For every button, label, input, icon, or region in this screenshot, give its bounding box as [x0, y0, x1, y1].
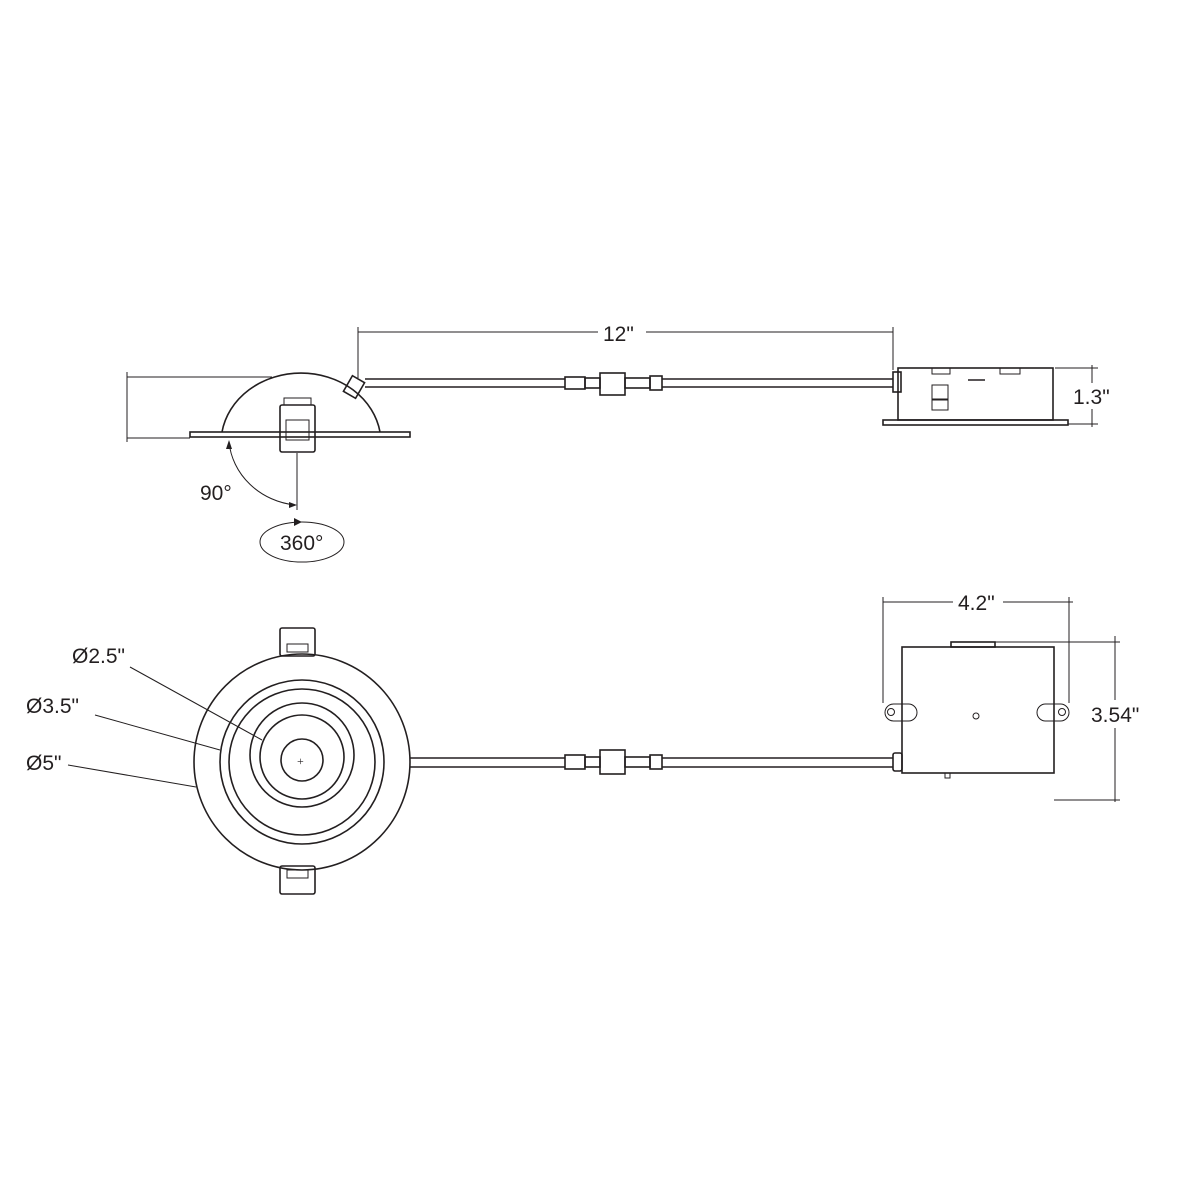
cable-length-label: 12" — [603, 323, 634, 346]
junction-box-side — [882, 367, 1069, 426]
top-view: + Ø2.5" Ø3.5" Ø5" — [26, 588, 1152, 895]
box-height-dimension: 1.3" — [1055, 365, 1117, 427]
cable-top — [410, 749, 893, 775]
tilt-indicator: 90° — [200, 440, 298, 510]
cable-side — [365, 372, 893, 396]
rotation-indicator: 360° — [259, 518, 345, 563]
box-depth-label: 3.54" — [1091, 704, 1139, 727]
junction-box-top — [884, 641, 1070, 779]
fixture-side — [189, 372, 411, 453]
height-dimension-fixture — [126, 372, 272, 442]
mid-diameter-label: Ø3.5" — [26, 695, 79, 718]
box-depth-dimension: 3.54" — [995, 636, 1152, 802]
side-view: 90° 360° 12" — [126, 318, 1117, 563]
center-mark-icon: + — [297, 754, 304, 768]
box-width-dimension: 4.2" — [882, 588, 1073, 703]
cable-length-dimension: 12" — [357, 318, 894, 378]
diameter-leaders: Ø2.5" Ø3.5" Ø5" — [26, 645, 263, 788]
outer-diameter-label: Ø5" — [26, 752, 61, 775]
fixture-top: + — [193, 627, 411, 895]
rotation-angle-label: 360° — [280, 532, 323, 555]
box-height-label: 1.3" — [1073, 386, 1110, 409]
tilt-angle-label: 90° — [200, 482, 232, 505]
box-width-label: 4.2" — [958, 592, 995, 615]
inner-diameter-label: Ø2.5" — [72, 645, 125, 668]
